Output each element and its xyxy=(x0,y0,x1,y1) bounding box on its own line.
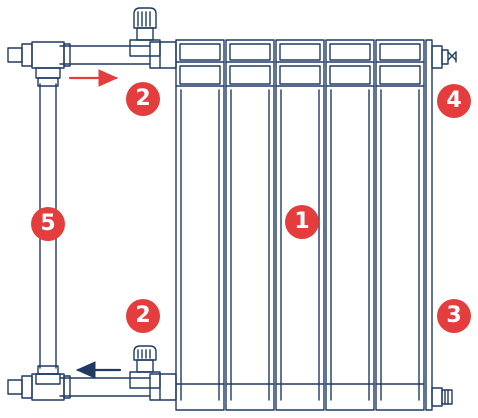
radiator-section xyxy=(375,39,425,411)
radiator-section xyxy=(325,39,375,411)
radiator-icon xyxy=(175,39,433,411)
radiator-section xyxy=(225,39,275,411)
callout-1: 1 xyxy=(285,205,319,239)
drain-plug-icon xyxy=(431,387,453,407)
supply-pipe xyxy=(59,41,177,69)
callout-2-supply: 2 xyxy=(126,82,160,116)
valve-icon xyxy=(129,345,161,389)
return-pipe xyxy=(59,373,177,401)
valve-icon xyxy=(129,7,161,57)
pipe-tee-icon xyxy=(7,365,71,401)
callout-3: 3 xyxy=(437,299,471,333)
radiator-section xyxy=(275,39,325,411)
air-vent-icon xyxy=(431,45,457,69)
callout-4: 4 xyxy=(437,84,471,118)
callout-5: 5 xyxy=(31,207,65,241)
callout-2-return: 2 xyxy=(126,299,160,333)
radiator-section xyxy=(425,39,433,411)
pipe-tee-icon xyxy=(7,41,71,87)
radiator-section xyxy=(175,39,225,411)
